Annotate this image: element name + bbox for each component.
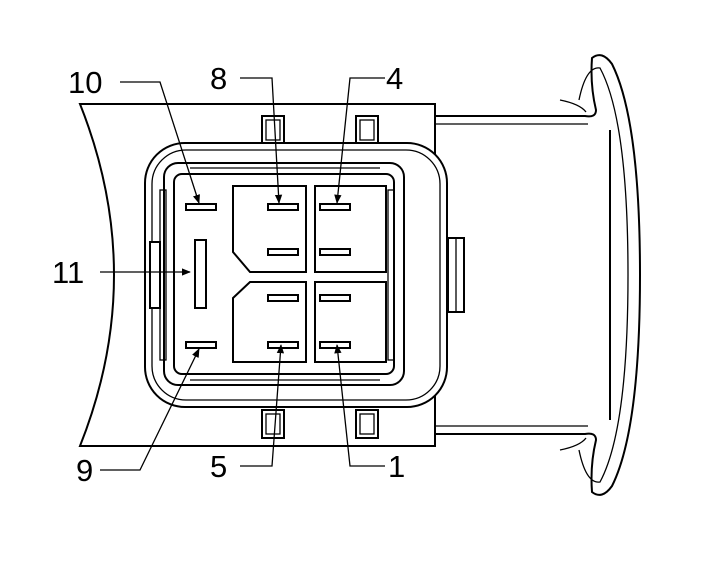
pin-label-10: 10 <box>68 65 102 100</box>
leader-lines <box>100 77 385 471</box>
connector-shroud <box>144 142 448 408</box>
pin-label-5: 5 <box>210 449 227 484</box>
pin-label-9: 9 <box>76 453 93 488</box>
pin-label-1: 1 <box>388 449 405 484</box>
pin-label-11: 11 <box>52 255 84 290</box>
side-tab-right <box>447 237 465 313</box>
pin-label-8: 8 <box>210 61 227 96</box>
pin-labels: 10 8 4 11 9 5 1 <box>52 61 405 488</box>
pin-label-4: 4 <box>386 61 403 96</box>
terminal-cavities <box>232 185 387 363</box>
latch-clip <box>435 54 642 496</box>
